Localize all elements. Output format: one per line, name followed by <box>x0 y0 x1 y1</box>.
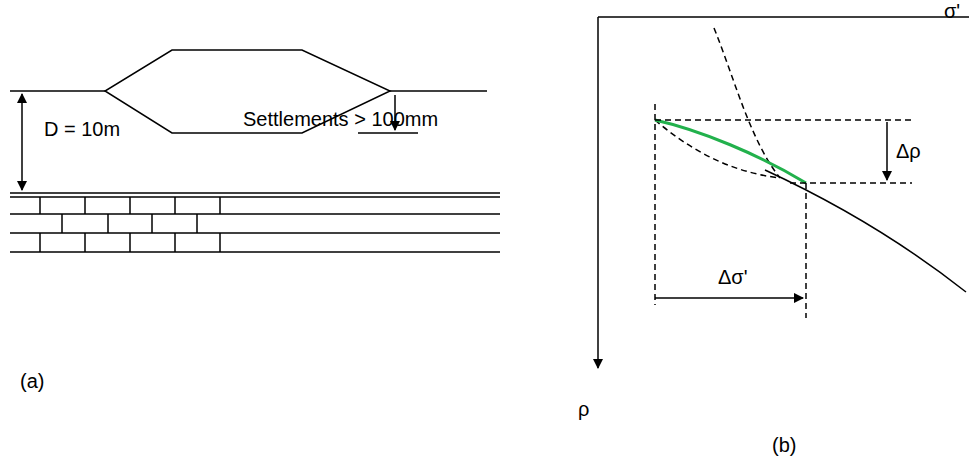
dimension-label: Δσ' <box>716 266 750 288</box>
brick-joint <box>219 197 221 214</box>
guide-line <box>655 119 912 121</box>
brick-joint <box>151 214 153 233</box>
brick-joint <box>39 233 41 252</box>
brick-joint <box>84 197 86 214</box>
rock-line <box>10 196 500 198</box>
depth-dimension <box>21 94 23 190</box>
axis-label: ρ <box>578 398 589 420</box>
rock-line <box>10 213 500 215</box>
dimension-label: Δρ <box>896 140 921 162</box>
brick-joint <box>129 197 131 214</box>
rock-bricks <box>40 197 220 252</box>
stress-axis <box>598 16 969 18</box>
rock-line <box>10 192 500 194</box>
delta-rho-arrow <box>886 122 888 180</box>
guide-line <box>790 182 912 184</box>
guide-line <box>805 183 807 318</box>
guide-line <box>654 104 656 305</box>
brick-joint <box>174 233 176 252</box>
panel-label: (b) <box>772 434 796 456</box>
brick-joint <box>196 214 198 233</box>
panel-label: (a) <box>20 370 44 392</box>
virgin-curve <box>714 28 780 178</box>
rock-line <box>10 251 500 253</box>
brick-joint <box>174 197 176 214</box>
brick-joint <box>61 214 63 233</box>
settlement-line <box>358 132 418 134</box>
compression-curve <box>765 170 966 292</box>
brick-joint <box>219 233 221 252</box>
settlement-label: Settlements > 100mm <box>243 108 438 130</box>
settlement-axis <box>597 17 599 368</box>
linear-approximation <box>655 120 806 183</box>
brick-joint <box>39 197 41 214</box>
dimension-label: D = 10m <box>44 118 120 140</box>
brick-joint <box>107 214 109 233</box>
axis-label: σ' <box>944 0 960 22</box>
rock-line <box>10 232 500 234</box>
delta-sigma-arrow <box>655 297 803 299</box>
brick-joint <box>84 233 86 252</box>
brick-joint <box>129 233 131 252</box>
reload-curve <box>655 120 780 178</box>
